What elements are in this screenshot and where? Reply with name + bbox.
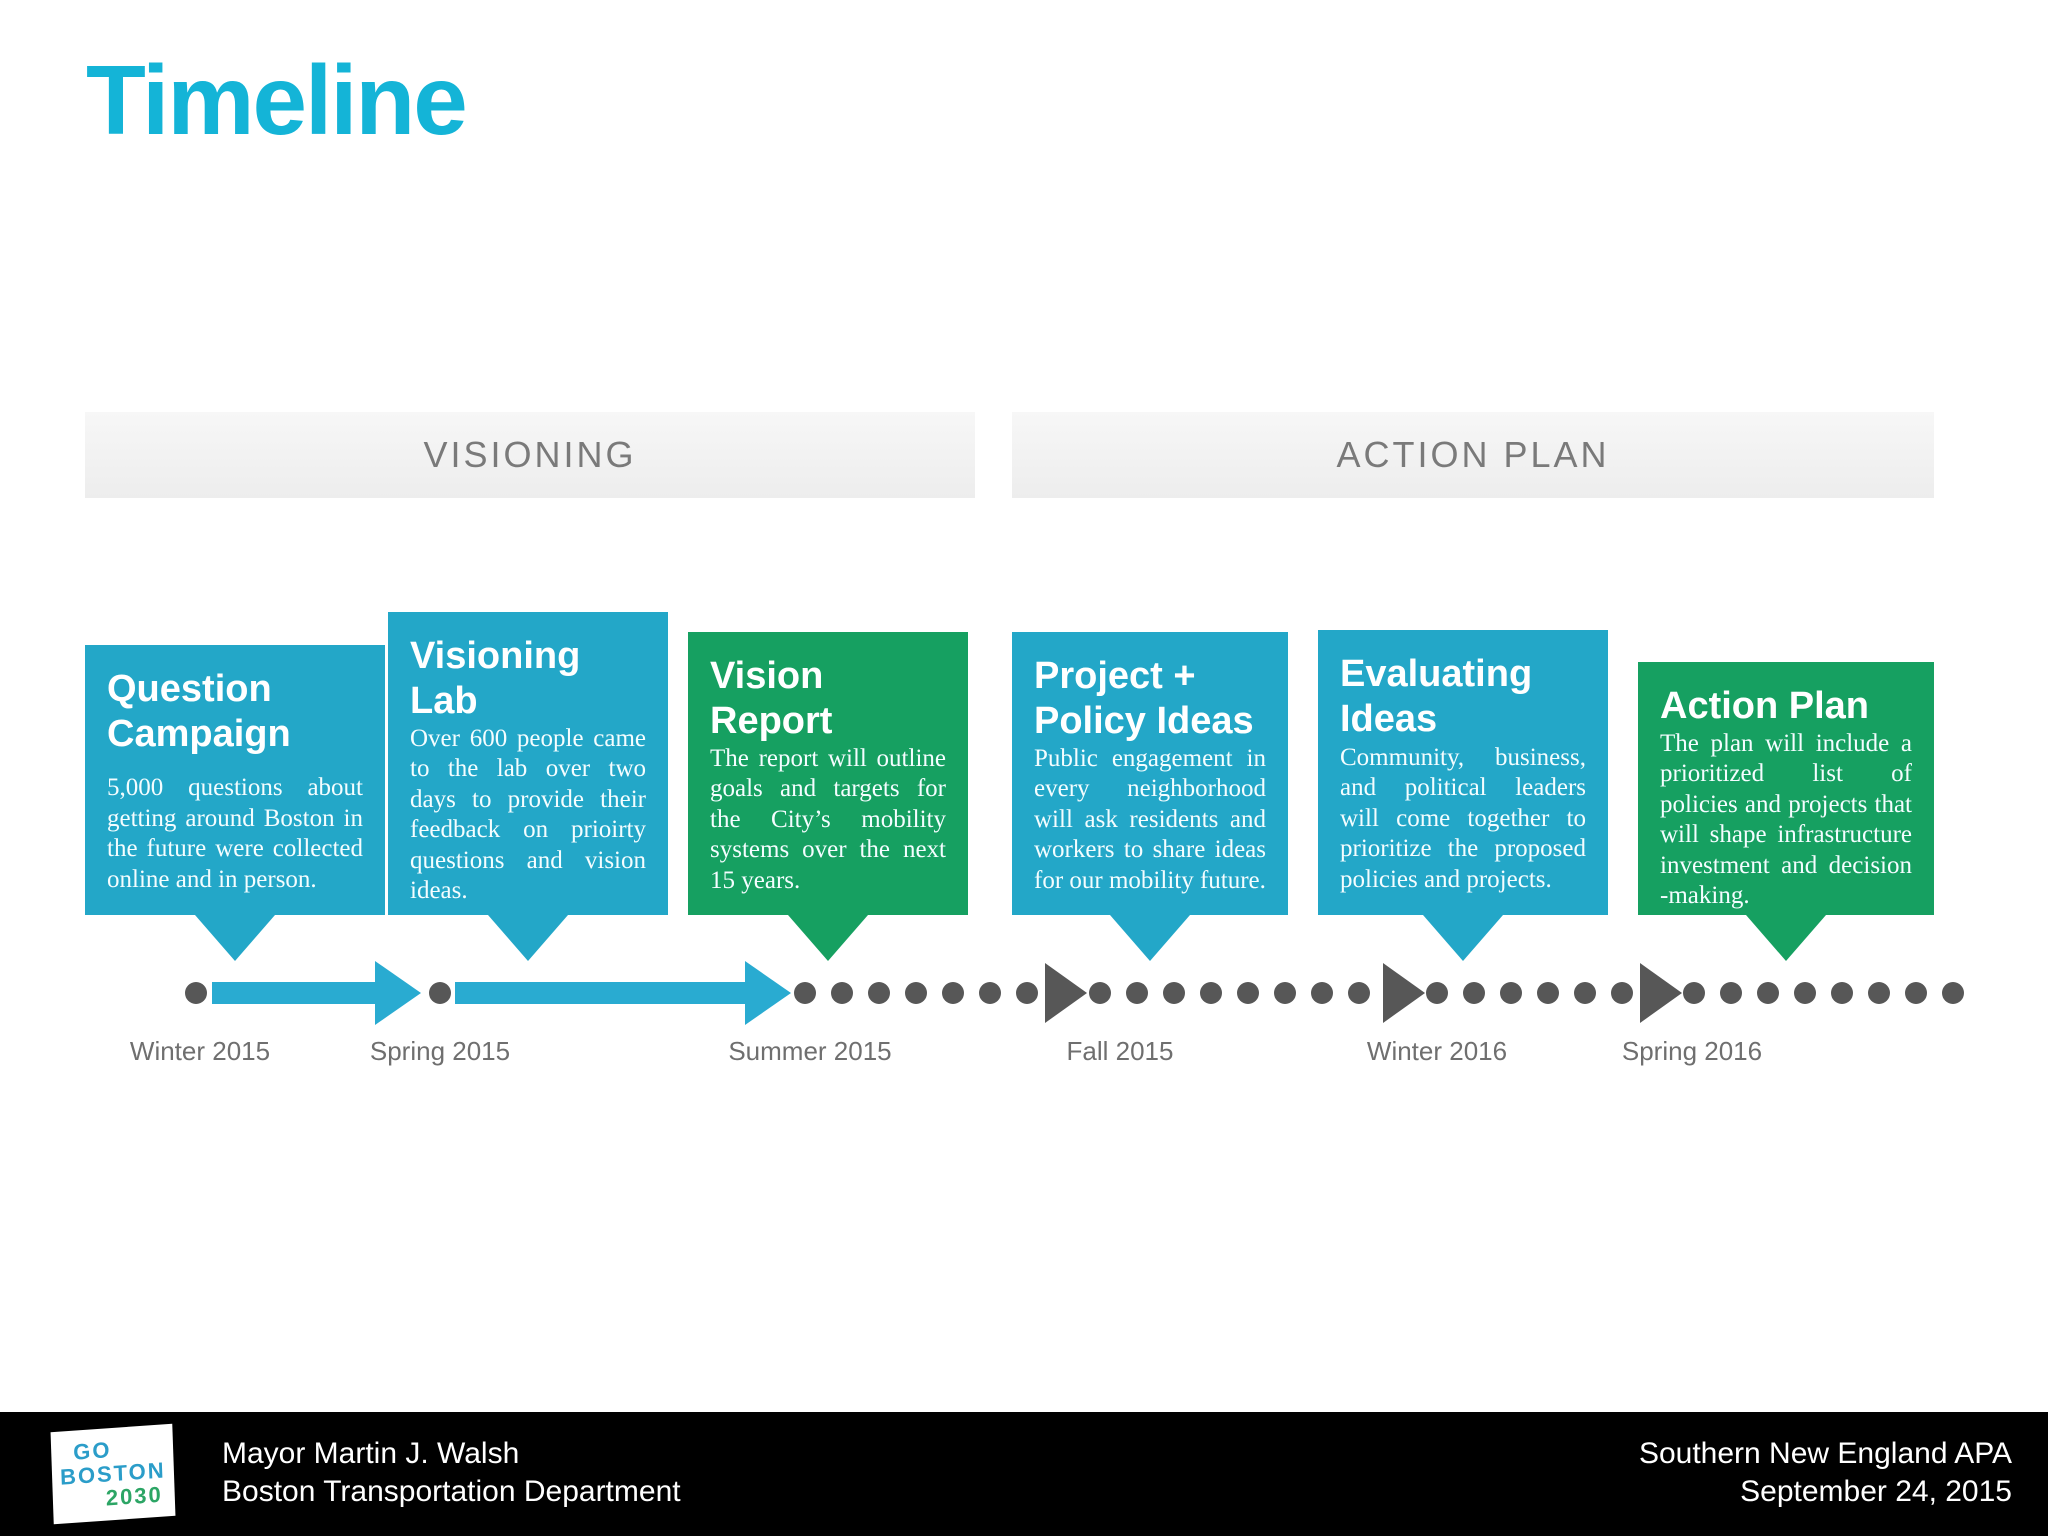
footer-left-text: Mayor Martin J. Walsh Boston Transportat… (222, 1435, 681, 1511)
timeline-dot (1311, 982, 1333, 1004)
timeline-triangle-icon (1383, 963, 1425, 1023)
timeline-triangle-icon (1045, 963, 1087, 1023)
box-body: The plan will include a prioritized list… (1660, 729, 1912, 910)
timeline-dot (1794, 982, 1816, 1004)
phase-bar-action-plan: ACTION PLAN (1012, 412, 1934, 498)
timeline-dot (1274, 982, 1296, 1004)
timeline-dot (905, 982, 927, 1004)
timeline-dot (1574, 982, 1596, 1004)
box-body: 5,000 questions about getting around Bos… (107, 774, 363, 893)
milestone-box-evaluating-ideas: Evaluating Ideas Community, business, an… (1318, 630, 1608, 961)
date-label: Spring 2015 (369, 1036, 511, 1066)
timeline-dot (1942, 982, 1964, 1004)
box-title: Question Campaign (107, 668, 291, 755)
footer-department: Boston Transportation Department (222, 1475, 681, 1508)
footer-mayor: Mayor Martin J. Walsh (222, 1437, 520, 1470)
timeline-dot (831, 982, 853, 1004)
box-title: Project + Policy Ideas (1034, 655, 1254, 742)
box-title: Action Plan (1660, 685, 1870, 727)
timeline-dot (942, 982, 964, 1004)
timeline-dot (1348, 982, 1370, 1004)
footer-bar: GO BOSTON 2030 Mayor Martin J. Walsh Bos… (0, 1412, 2048, 1536)
date-label: Summer 2015 (728, 1036, 892, 1066)
timeline-dot (1237, 982, 1259, 1004)
timeline-arrow-shaft (455, 982, 745, 1004)
date-label: Winter 2016 (1366, 1036, 1508, 1066)
timeline-dot (1126, 982, 1148, 1004)
timeline-dot (1426, 982, 1448, 1004)
footer-date: September 24, 2015 (1740, 1475, 2012, 1508)
timeline-dot (1537, 982, 1559, 1004)
timeline-dot (1720, 982, 1742, 1004)
footer-right-text: Southern New England APA September 24, 2… (1639, 1435, 2012, 1511)
page-title: Timeline (86, 45, 468, 155)
box-body: Over 600 people came to the lab over two… (410, 724, 646, 905)
timeline-dot (1163, 982, 1185, 1004)
date-label: Fall 2015 (1066, 1036, 1174, 1066)
timeline-dot (1757, 982, 1779, 1004)
timeline-dot (1905, 982, 1927, 1004)
timeline-dot (1463, 982, 1485, 1004)
milestone-box-project-policy-ideas: Project + Policy Ideas Public engagement… (1012, 632, 1288, 961)
timeline-dot (979, 982, 1001, 1004)
timeline-arrowhead-icon (375, 961, 421, 1025)
timeline-dot (1200, 982, 1222, 1004)
timeline-milestone-dot (429, 982, 451, 1004)
go-boston-2030-logo: GO BOSTON 2030 (50, 1423, 176, 1525)
milestone-box-vision-report: Vision Report The report will outline go… (688, 632, 968, 961)
milestone-box-question-campaign: Question Campaign 5,000 questions about … (85, 645, 385, 961)
timeline-dot (1089, 982, 1111, 1004)
timeline-arrow-shaft (212, 982, 375, 1004)
date-label: Winter 2015 (129, 1036, 271, 1066)
date-label: Spring 2016 (1621, 1036, 1763, 1066)
box-body: Community, business, and political leade… (1340, 743, 1586, 893)
timeline-dot (1611, 982, 1633, 1004)
footer-event: Southern New England APA (1638, 1437, 2012, 1470)
box-title: Vision Report (710, 655, 833, 742)
box-title: Evaluating Ideas (1340, 653, 1533, 740)
timeline-dot (1500, 982, 1522, 1004)
timeline-triangle-icon (1640, 963, 1682, 1023)
timeline-dot (1016, 982, 1038, 1004)
timeline-dot (1683, 982, 1705, 1004)
box-title: Visioning Lab (410, 635, 581, 722)
box-body: Public engagement in every neighborhood … (1034, 744, 1266, 894)
milestone-box-visioning-lab: Visioning Lab Over 600 people came to th… (388, 612, 668, 961)
phase-label-visioning: VISIONING (423, 434, 637, 475)
timeline-milestone-dot (185, 982, 207, 1004)
timeline-dot (794, 982, 816, 1004)
phase-label-action-plan: ACTION PLAN (1336, 434, 1610, 475)
milestone-box-action-plan: Action Plan The plan will include a prio… (1638, 662, 1934, 961)
timeline-dot (1831, 982, 1853, 1004)
timeline-dot (868, 982, 890, 1004)
box-body: The report will outline goals and target… (710, 744, 946, 894)
timeline-dot (1868, 982, 1890, 1004)
timeline-arrowhead-icon (745, 961, 791, 1025)
phase-bar-visioning: VISIONING (85, 412, 975, 498)
